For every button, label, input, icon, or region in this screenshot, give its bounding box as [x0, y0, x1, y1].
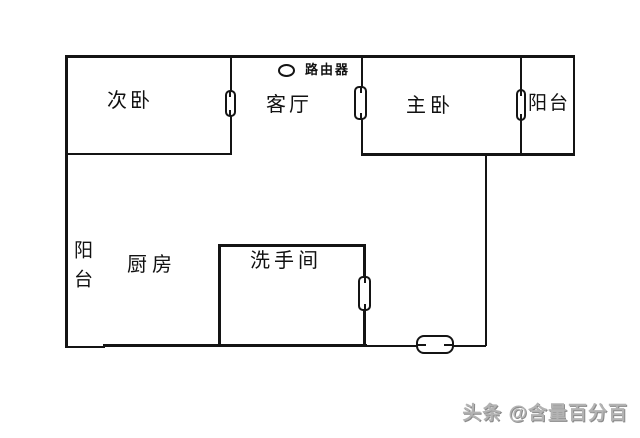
- wall-bottom-left-thin: [65, 346, 105, 348]
- room-label-living: 客厅: [266, 94, 312, 116]
- wall-bedroom2-bottom: [65, 153, 231, 155]
- router-label: 路由器: [305, 62, 351, 77]
- router-icon: [278, 64, 295, 77]
- door-bathroom-icon: [358, 276, 371, 311]
- room-label-bathroom: 洗手间: [250, 250, 322, 272]
- wall-exterior-top: [65, 55, 575, 58]
- door-master-icon: [354, 86, 367, 120]
- wall-bathroom-left: [218, 244, 221, 346]
- room-label-bedroom2: 次卧: [107, 90, 153, 112]
- watermark: 头条 @含量百分百: [462, 403, 628, 424]
- door-bedroom2-icon: [224, 90, 236, 117]
- room-label-kitchen: 厨房: [127, 254, 177, 276]
- door-balcony-right-icon: [516, 89, 526, 121]
- wall-bottom-right-thin: [452, 345, 486, 347]
- wall-bathroom-top: [218, 244, 366, 247]
- room-label-master: 主卧: [406, 95, 454, 117]
- door-entrance-icon: [416, 335, 454, 354]
- room-label-balcony-left: 阳台: [71, 240, 92, 298]
- wall-exterior-left: [65, 55, 68, 348]
- wall-master-bottom: [361, 153, 575, 156]
- wall-corridor-right: [484, 155, 487, 346]
- wall-bottom-thick: [103, 343, 367, 347]
- room-label-balcony-right: 阳台: [528, 93, 571, 114]
- wall-bottom-mid-thin: [365, 345, 418, 347]
- wall-exterior-right-upper: [572, 55, 575, 156]
